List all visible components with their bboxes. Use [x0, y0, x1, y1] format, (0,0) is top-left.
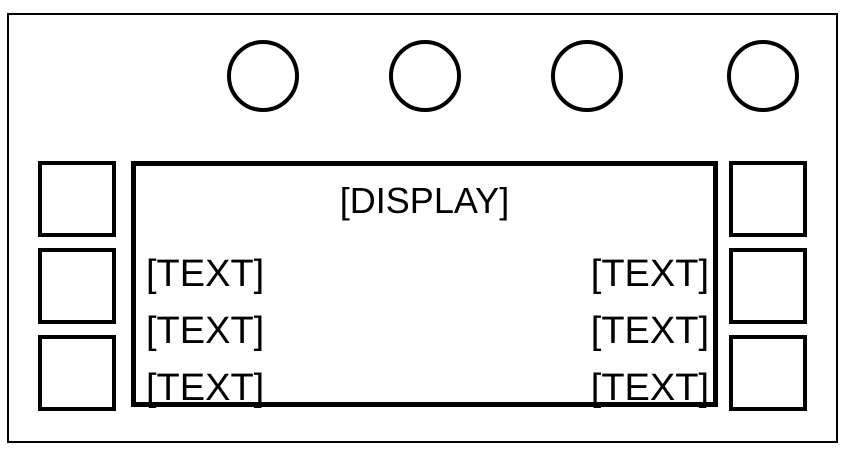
display-row: [TEXT] [TEXT] [136, 366, 713, 423]
display-row-1-left-text: [TEXT] [146, 253, 265, 295]
right-softkey-1[interactable] [729, 161, 807, 237]
display-panel: [DISPLAY] [TEXT] [TEXT] [TEXT] [TEXT] [T… [131, 161, 718, 409]
display-rows: [TEXT] [TEXT] [TEXT] [TEXT] [TEXT] [TEXT… [136, 252, 713, 423]
left-softkey-2[interactable] [38, 248, 116, 324]
knob-row [9, 15, 836, 155]
right-softkey-3[interactable] [729, 335, 807, 411]
display-row-2-right-text: [TEXT] [590, 310, 709, 352]
knob-1[interactable] [227, 40, 299, 112]
right-softkey-2[interactable] [729, 248, 807, 324]
left-softkey-3[interactable] [38, 335, 116, 411]
display-row-1-right-text: [TEXT] [590, 253, 709, 295]
display-row: [TEXT] [TEXT] [136, 309, 713, 366]
display-row-3-right-text: [TEXT] [590, 367, 709, 409]
left-softkey-1[interactable] [38, 161, 116, 237]
display-row-2-left-text: [TEXT] [146, 310, 265, 352]
left-softkey-column [38, 161, 118, 411]
device-frame: [DISPLAY] [TEXT] [TEXT] [TEXT] [TEXT] [T… [7, 13, 838, 443]
knob-2[interactable] [389, 40, 461, 112]
display-row-3-left-text: [TEXT] [146, 367, 265, 409]
knob-3[interactable] [551, 40, 623, 112]
display-title: [DISPLAY] [339, 180, 510, 221]
knob-4[interactable] [727, 40, 799, 112]
display-row: [TEXT] [TEXT] [136, 252, 713, 309]
right-softkey-column [729, 161, 809, 411]
